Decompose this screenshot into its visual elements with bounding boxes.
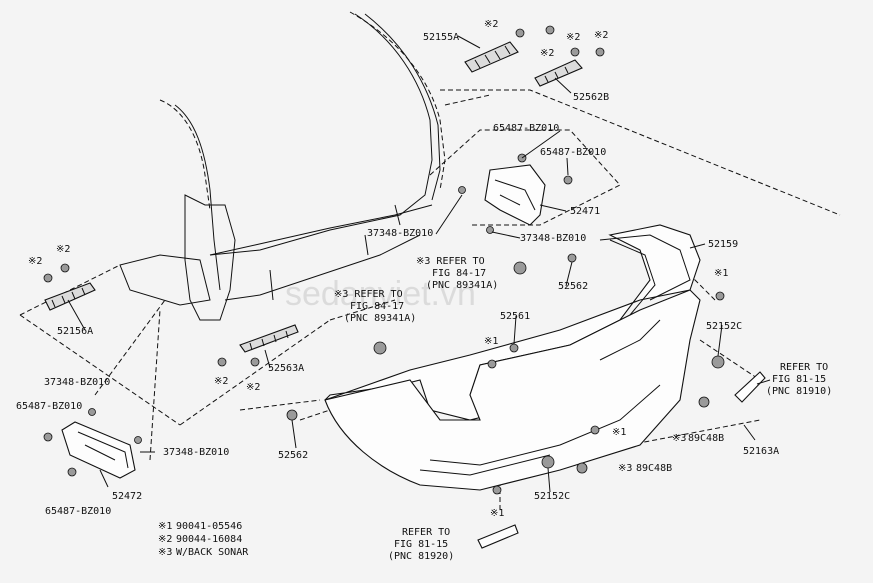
bracket-52471 [484,164,546,226]
mark-2: ※2 [594,30,608,41]
ref-note-4: REFER TO [402,527,450,538]
mark-2: ※2 [246,382,260,393]
legend-text: 90041-05546 [176,521,242,532]
reflector-left [477,524,519,549]
ref-note-1: (PNC 89341A) [426,280,498,291]
legend-mark: ※2 [158,534,172,545]
mark-3: ※3 [618,463,632,474]
label-52471: 52471 [570,206,600,217]
label-52152C-a: 52152C [706,321,742,332]
label-52563A: 52563A [268,363,304,374]
legend-mark: ※1 [158,521,172,532]
ref-note-3: FIG 81-15 [772,374,826,385]
label-52156A: 52156A [57,326,93,337]
callout-lines [67,35,771,493]
mark-3: ※3 [672,433,686,444]
ref-note-2: FIG 84-17 [350,301,404,312]
label-52562-b: 52562 [558,281,588,292]
label-52163A: 52163A [743,446,779,457]
label-89C48B-a: 89C48B [688,433,724,444]
label-65487-a: 65487-BZ010 [493,123,559,134]
legend: ※1 90041-05546 ※2 90044-16084 ※3 W/BACK … [158,521,249,558]
mark-2: ※2 [566,32,580,43]
label-52562-a: 52562 [278,450,308,461]
mark-2: ※2 [28,256,42,267]
legend-text: 90044-16084 [176,534,242,545]
retainer-52563A [239,324,299,353]
legend-mark: ※3 [158,547,172,558]
mark-1: ※1 [714,268,728,279]
marks: ※2 ※2 ※2 ※2 ※2 ※2 ※2 ※2 ※1 ※1 ※1 ※1 ※3 ※… [28,19,728,519]
label-37348-b: 37348-BZ010 [520,233,586,244]
label-65487-b: 65487-BZ010 [540,147,606,158]
watermark: sedanviet.vn [285,275,476,313]
label-52152C-b: 52152C [534,491,570,502]
legend-text: W/BACK SONAR [176,547,249,558]
ref-note-3: (PNC 81910) [766,386,832,397]
mark-2: ※2 [484,19,498,30]
label-89C48B-b: 89C48B [636,463,672,474]
body-frame [119,11,446,321]
retainer-52155A [464,41,519,73]
label-37348-c: 37348-BZ010 [44,377,110,388]
mark-2: ※2 [540,48,554,59]
mark-2: ※2 [56,244,70,255]
reference-notes: ※3 REFER TO FIG 84-17 (PNC 89341A) ※3 RE… [334,256,832,562]
rear-bumper-cover [324,224,701,491]
label-37348-d: 37348-BZ010 [163,447,229,458]
reflector-right [734,371,766,403]
label-65487-d: 65487-BZ010 [45,506,111,517]
ref-note-1: ※3 REFER TO [416,256,485,267]
mark-1: ※1 [484,336,498,347]
label-52561: 52561 [500,311,530,322]
fasteners [43,25,725,495]
label-52155A: 52155A [423,32,459,43]
ref-note-3: REFER TO [780,362,828,373]
spacer-52562B [534,59,583,87]
label-65487-c: 65487-BZ010 [16,401,82,412]
ref-note-1: FIG 84-17 [432,268,486,279]
label-37348-a: 37348-BZ010 [367,228,433,239]
mark-1: ※1 [612,427,626,438]
part-labels: 52155A 52562B 65487-BZ010 65487-BZ010 52… [16,32,779,517]
bracket-52472 [61,421,136,479]
retainer-52156A [44,282,96,311]
ref-note-2: ※3 REFER TO [334,289,403,300]
ref-note-2: (PNC 89341A) [344,313,416,324]
ref-note-4: FIG 81-15 [394,539,448,550]
label-52159: 52159 [708,239,738,250]
mark-1: ※1 [490,508,504,519]
mark-2: ※2 [214,376,228,387]
ref-note-4: (PNC 81920) [388,551,454,562]
label-52562B: 52562B [573,92,609,103]
label-52472: 52472 [112,491,142,502]
